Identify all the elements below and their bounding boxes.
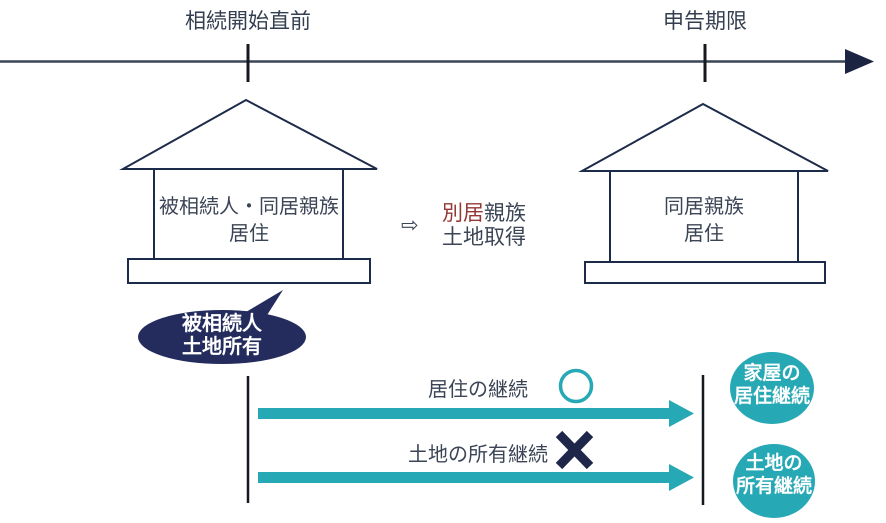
land-ownership-result-oval: [733, 444, 815, 518]
cross-stroke-2: [555, 430, 594, 470]
residence-arrow-head: [669, 400, 694, 427]
left-house-roof: [119, 98, 378, 170]
land-ownership-result-line1: 土地の: [745, 453, 803, 474]
left-house-label-line1: 被相続人・同居親族: [159, 196, 339, 218]
land-arrow-shaft: [258, 472, 671, 483]
bubble-label-line2: 土地所有: [182, 336, 262, 358]
residence-arrow-shaft: [258, 408, 671, 419]
house-residence-result-oval: [730, 352, 814, 424]
land-arrow-head: [669, 464, 694, 491]
land-arrow: [258, 464, 694, 491]
land-track-label: 土地の所有継続: [408, 444, 548, 466]
right-house-icon: [578, 102, 829, 284]
right-house-roof: [578, 102, 829, 172]
right-house-body: [609, 170, 799, 263]
left-house-label: 被相続人・同居親族 居住: [154, 194, 344, 248]
right-house-base: [584, 261, 826, 284]
transfer-label: 別居親族 土地取得: [428, 202, 540, 250]
land-ownership-result-line2: 所有継続: [735, 476, 812, 497]
residence-track-label: 居住の継続: [428, 379, 528, 401]
right-house-label: 同居親族 居住: [610, 194, 798, 248]
left-house-base: [127, 258, 371, 284]
transfer-arrow-icon: ⇨: [401, 214, 419, 237]
bubble-label-line1: 被相続人: [182, 313, 262, 335]
right-house-label-line2: 居住: [684, 223, 724, 245]
land-owner-bubble-label: 被相続人 土地所有: [152, 313, 292, 359]
right-house-label-line1: 同居親族: [664, 196, 744, 218]
transfer-line1-rest: 親族: [484, 202, 526, 225]
house-residence-result-label: 家屋の 居住継続: [724, 362, 820, 408]
timeline-start-label: 相続開始直前: [185, 10, 311, 33]
left-house-label-line2: 居住: [229, 223, 269, 245]
left-house-icon: [119, 98, 378, 284]
timeline-end-label: 申告期限: [663, 10, 747, 33]
house-residence-result-line2: 居住継続: [733, 386, 810, 407]
transfer-emphasis: 別居: [442, 202, 484, 225]
timeline-arrowhead-icon: [845, 49, 874, 74]
land-owner-bubble: [138, 290, 306, 364]
land-ownership-result-label: 土地の 所有継続: [726, 452, 822, 498]
transfer-label-line2: 土地取得: [442, 226, 526, 249]
house-residence-result-line1: 家屋の: [743, 363, 801, 384]
residence-arrow: [258, 400, 694, 427]
cross-ng-icon: [555, 430, 594, 470]
transfer-label-line1: 別居親族: [428, 202, 540, 226]
bubble-body: [138, 310, 306, 364]
circle-ok-icon: [558, 368, 594, 404]
